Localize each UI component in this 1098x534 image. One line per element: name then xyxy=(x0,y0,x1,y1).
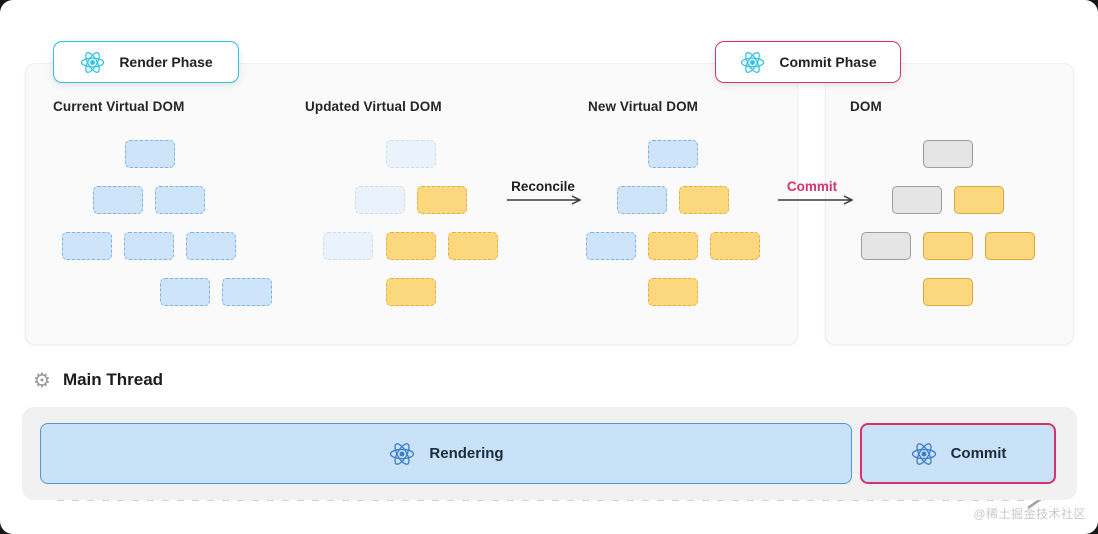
new-virtual-dom-node xyxy=(679,186,729,214)
updated-virtual-dom-node xyxy=(386,278,436,306)
main-thread-label: Main Thread xyxy=(62,370,164,389)
reconcile-arrow-label: Reconcile xyxy=(511,179,575,194)
new-virtual-dom-node xyxy=(617,186,667,214)
dom-tree-node xyxy=(892,186,942,214)
current-virtual-dom-node xyxy=(62,232,112,260)
render-phase-badge: Render Phase xyxy=(53,41,239,83)
updated-virtual-dom-node xyxy=(417,186,467,214)
render-phase-label: Render Phase xyxy=(119,54,213,70)
new-virtual-dom-title: New Virtual DOM xyxy=(588,99,699,114)
updated-virtual-dom-node xyxy=(323,232,373,260)
current-virtual-dom-title: Current Virtual DOM xyxy=(53,99,185,114)
current-virtual-dom-node xyxy=(222,278,272,306)
react-icon xyxy=(81,51,105,73)
updated-virtual-dom-node xyxy=(386,140,436,168)
updated-virtual-dom-title: Updated Virtual DOM xyxy=(305,99,442,114)
current-virtual-dom-node xyxy=(155,186,205,214)
watermark: @稀土掘金技术社区 xyxy=(973,507,1086,521)
commit-phase-badge: Commit Phase xyxy=(715,41,901,83)
commit-phase-label: Commit Phase xyxy=(779,54,877,70)
updated-virtual-dom-node xyxy=(386,232,436,260)
new-virtual-dom-node xyxy=(586,232,636,260)
dom-tree-node xyxy=(923,278,973,306)
react-icon xyxy=(911,442,936,465)
updated-virtual-dom-node xyxy=(448,232,498,260)
gear-icon: ⚙ xyxy=(33,368,51,392)
react-icon xyxy=(390,442,415,465)
current-virtual-dom-node xyxy=(93,186,143,214)
current-virtual-dom-node xyxy=(125,140,175,168)
dom-tree-node xyxy=(954,186,1004,214)
dom-tree-node xyxy=(985,232,1035,260)
dom-tree-node xyxy=(861,232,911,260)
current-virtual-dom-node xyxy=(124,232,174,260)
rendering-bar-label: Rendering xyxy=(429,445,504,462)
new-virtual-dom-node xyxy=(710,232,760,260)
main-thread-heading: ⚙ Main Thread xyxy=(33,370,163,390)
react-icon xyxy=(741,51,765,73)
current-virtual-dom-node xyxy=(160,278,210,306)
commit-bar-label: Commit xyxy=(950,445,1007,462)
updated-virtual-dom-node xyxy=(355,186,405,214)
dom-tree-node xyxy=(923,140,973,168)
dom-title: DOM xyxy=(850,99,882,114)
rendering-phase-bar: Rendering xyxy=(40,423,852,484)
dom-tree-node xyxy=(923,232,973,260)
new-virtual-dom-node xyxy=(648,140,698,168)
current-virtual-dom-node xyxy=(186,232,236,260)
new-virtual-dom-node xyxy=(648,278,698,306)
commit-arrow-label: Commit xyxy=(786,179,838,194)
new-virtual-dom-node xyxy=(648,232,698,260)
commit-phase-bar: Commit xyxy=(860,423,1056,484)
